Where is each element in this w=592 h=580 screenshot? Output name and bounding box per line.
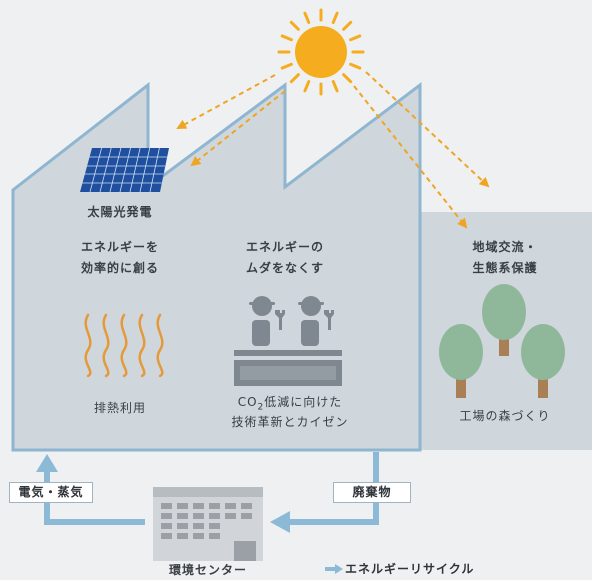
- building-window: [225, 513, 236, 519]
- building-window: [241, 513, 252, 519]
- building-window: [193, 523, 204, 529]
- co2-line2: 技術革新とカイゼン: [231, 415, 349, 429]
- building-window: [161, 523, 172, 529]
- sun-ray: [331, 80, 339, 93]
- legend-label: エネルギーリサイクル: [345, 562, 475, 576]
- sun-ray: [331, 11, 339, 24]
- sun-icon: [277, 8, 365, 96]
- regional-line1: 地域交流・: [472, 240, 538, 254]
- building-window: [209, 523, 220, 529]
- environment-center-icon: [153, 487, 263, 561]
- sun-ray: [342, 20, 353, 31]
- factory-forest-label: 工場の森づくり: [459, 409, 551, 423]
- building-window: [193, 533, 204, 539]
- energy-create-line1: エネルギーを: [80, 240, 159, 254]
- building-window: [225, 503, 236, 509]
- co2-rest-text: 低減に向けた: [264, 395, 343, 409]
- waste-heat-label: 排熱利用: [93, 401, 146, 415]
- building-window: [161, 503, 172, 509]
- sun-ray: [289, 73, 300, 84]
- heat-wave-icon: [84, 313, 164, 378]
- building-window: [177, 503, 188, 509]
- sunlight-arrows: [176, 71, 490, 229]
- sun-ray: [349, 62, 362, 70]
- sun-ray: [280, 34, 293, 42]
- solar-panel-icon: [80, 147, 169, 193]
- waste-arrowhead: [270, 511, 290, 533]
- sun-ray: [349, 34, 362, 42]
- electricity-steam-box: 電気・蒸気: [9, 482, 93, 503]
- sun-ray: [342, 73, 353, 84]
- co2-line1: CO2低減に向けた: [210, 392, 370, 417]
- building-window: [209, 503, 220, 509]
- building-window: [193, 513, 204, 519]
- waste-box: 廃棄物: [333, 482, 411, 503]
- sun-ray: [303, 80, 311, 93]
- building-window: [177, 533, 188, 539]
- building-window: [161, 533, 172, 539]
- building-window: [209, 533, 220, 539]
- recycle-arrow-icon: [325, 564, 343, 574]
- waste-flow-arrow: [290, 452, 379, 525]
- building-window: [209, 513, 220, 519]
- solar-power-label: 太陽光発電: [87, 205, 153, 219]
- energy-waste-line2: ムダをなくす: [245, 261, 324, 275]
- energy-create-line2: 効率的に創る: [80, 261, 159, 275]
- energy-waste-line1: エネルギーの: [245, 240, 324, 254]
- building-window: [161, 513, 172, 519]
- sun-ray: [280, 62, 293, 70]
- workers-icon: [234, 296, 342, 386]
- environment-center-label: 環境センター: [168, 563, 247, 577]
- building-window: [177, 523, 188, 529]
- regional-line2: 生態系保護: [472, 261, 538, 275]
- sun-ray: [303, 11, 311, 24]
- building-window: [177, 513, 188, 519]
- trees-icon: [439, 284, 565, 398]
- co2-subscript: 2: [257, 402, 265, 413]
- building-window: [193, 503, 204, 509]
- building-window: [241, 503, 252, 509]
- return-arrowhead: [36, 454, 58, 472]
- sun-ray: [289, 20, 300, 31]
- co2-text: CO: [237, 395, 258, 409]
